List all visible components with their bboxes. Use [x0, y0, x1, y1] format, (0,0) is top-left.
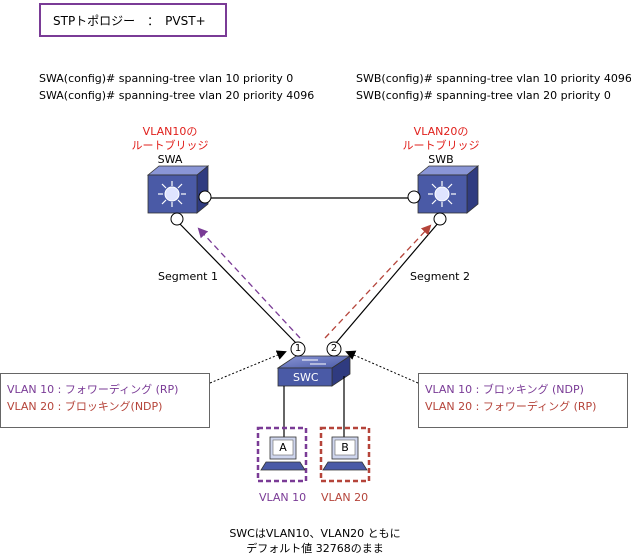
swb-switch-icon	[416, 165, 480, 214]
swc-switch-icon	[276, 355, 352, 387]
port1-vlan10-state: VLAN 10 : フォワーディング (RP)	[7, 383, 179, 396]
swa-root-label: VLAN10の ルートブリッジ SWA	[125, 125, 215, 167]
swa-command-line: SWA(config)# spanning-tree vlan 20 prior…	[39, 89, 315, 102]
port2-vlan20-state: VLAN 20 : フォワーディング (RP)	[425, 400, 597, 413]
swc-port1-state-box: VLAN 10 : フォワーディング (RP) VLAN 20 : ブロッキング…	[0, 373, 210, 428]
swb-port-bottom	[433, 212, 447, 226]
swb-name: SWB	[428, 153, 454, 166]
swa-name: SWA	[157, 153, 183, 166]
host-b-vlan-frame	[319, 426, 371, 483]
swa-root-line1: VLAN10の	[142, 125, 198, 138]
host-b-vlan-label: VLAN 20	[321, 491, 369, 504]
vlan20-forward-arrow	[324, 224, 432, 339]
swb-command-line: SWB(config)# spanning-tree vlan 20 prior…	[356, 89, 611, 102]
host-a-pc-icon	[260, 436, 306, 471]
swa-command-line: SWA(config)# spanning-tree vlan 10 prior…	[39, 72, 294, 85]
note-line2: デフォルト値 32768のまま	[246, 542, 384, 555]
swb-root-line1: VLAN20の	[413, 125, 469, 138]
port1-vlan20-state: VLAN 20 : ブロッキング(NDP)	[7, 400, 163, 413]
host-a-vlan-frame	[256, 426, 308, 483]
swa-root-line2: ルートブリッジ	[131, 139, 209, 152]
host-a-label: A	[279, 441, 287, 454]
callout-right-arrow	[345, 350, 419, 384]
swb-commands: SWB(config)# spanning-tree vlan 10 prior…	[356, 70, 631, 104]
swa-switch-icon	[146, 165, 210, 214]
swb-command-line: SWB(config)# spanning-tree vlan 10 prior…	[356, 72, 631, 85]
swb-root-line2: ルートブリッジ	[402, 139, 480, 152]
host-a-vlan-label: VLAN 10	[259, 491, 307, 504]
title-box: STPトポロジー ： PVST+	[39, 3, 227, 37]
port2-vlan10-state: VLAN 10 : ブロッキング (NDP)	[425, 383, 584, 396]
swb-port-left	[407, 190, 421, 204]
callout-left-arrow	[209, 350, 287, 384]
swa-commands: SWA(config)# spanning-tree vlan 10 prior…	[39, 70, 314, 104]
segment-2-label: Segment 2	[410, 270, 470, 283]
swa-port-right	[198, 190, 212, 204]
segment-1-link	[177, 221, 297, 344]
swc-port2-state-box: VLAN 10 : ブロッキング (NDP) VLAN 20 : フォワーディン…	[418, 373, 628, 428]
swb-root-label: VLAN20の ルートブリッジ SWB	[396, 125, 486, 167]
swc-port-2	[326, 341, 342, 357]
segment-1-label: Segment 1	[158, 270, 218, 283]
segment-2-link	[335, 221, 440, 344]
diagram-title: STPトポロジー ： PVST+	[53, 13, 206, 28]
host-b-pc-icon	[322, 436, 368, 471]
note-line1: SWCはVLAN10、VLAN20 ともに	[229, 527, 401, 540]
swc-port-2-label: 2	[330, 343, 338, 354]
vlan10-forward-arrow	[197, 227, 301, 339]
swa-port-bottom	[170, 212, 184, 226]
swc-priority-note: SWCはVLAN10、VLAN20 ともに デフォルト値 32768のまま	[200, 526, 430, 556]
swc-port-1	[290, 341, 306, 357]
swc-port-1-label: 1	[294, 343, 302, 354]
swc-name: SWC	[293, 371, 319, 384]
host-b-label: B	[341, 441, 349, 454]
